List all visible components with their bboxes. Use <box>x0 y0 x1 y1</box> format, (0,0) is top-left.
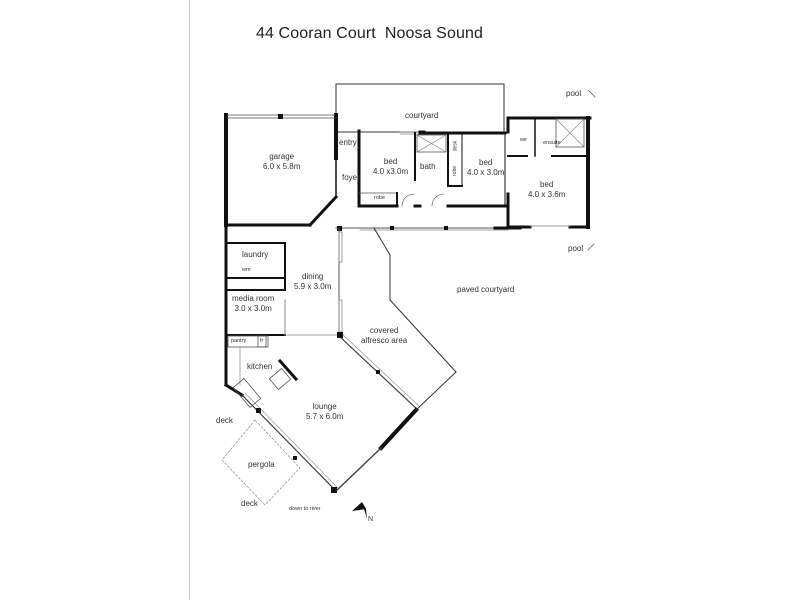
room-pergola: pergola <box>248 460 275 469</box>
room-entry: entry <box>339 138 357 147</box>
north-arrow-icon <box>352 502 367 519</box>
room-alfresco-name: covered <box>369 326 399 335</box>
room-robe-2: robe <box>452 165 459 177</box>
room-fr: fr <box>260 338 264 344</box>
label-north: N <box>368 516 374 523</box>
room-garage-size: 6.0 x 5.8m <box>263 162 301 171</box>
label-pool-top: pool <box>566 89 582 98</box>
room-lounge-size: 5.7 x 6.0m <box>306 412 344 421</box>
room-garage: garage 6.0 x 5.8m <box>263 152 300 172</box>
room-media: media room 3.0 x 3.0m <box>232 294 274 314</box>
room-pantry: pantry <box>231 338 247 344</box>
room-robe-1: robe <box>374 195 386 201</box>
room-deck-1: deck <box>216 416 233 425</box>
room-bed-2-size: 4.0 x 3.0m <box>467 168 505 177</box>
room-foyer: foyer <box>342 173 360 182</box>
plan-title: 44 Cooran Court Noosa Sound <box>256 25 483 42</box>
room-kitchen: kitchen <box>247 362 273 371</box>
room-garage-name: garage <box>269 152 295 161</box>
room-bed-1-name: bed <box>383 157 398 166</box>
room-paved-courtyard: paved courtyard <box>457 285 515 294</box>
room-bed-2: bed 4.0 x 3.0m <box>467 158 504 178</box>
room-ensuite: ensuite <box>543 140 561 146</box>
room-bath: bath <box>420 162 436 171</box>
room-courtyard: courtyard <box>405 111 439 120</box>
room-dining-size: 5.9 x 3.0m <box>294 282 332 291</box>
room-wm: wm <box>242 267 251 273</box>
room-deck-2: deck <box>241 499 258 508</box>
room-laundry: laundry <box>242 250 269 259</box>
room-bed-1-size: 4.0 x3.0m <box>373 167 409 176</box>
room-media-name: media room <box>232 294 275 303</box>
room-alfresco: covered alfresco area <box>361 326 407 346</box>
room-bed-3-name: bed <box>540 180 554 189</box>
room-media-size: 3.0 x 3.0m <box>234 304 272 313</box>
label-pool-mid: pool <box>568 244 584 253</box>
room-alfresco-name-2: alfresco area <box>361 336 408 345</box>
room-lounge: lounge 5.7 x 6.0m <box>306 402 343 422</box>
room-bed-3: bed 4.0 x 3.6m <box>528 180 565 200</box>
label-down-to-river: down to river <box>289 506 321 512</box>
room-desk: desk <box>452 140 459 152</box>
room-bed-2-name: bed <box>479 158 493 167</box>
room-bed-3-size: 4.0 x 3.6m <box>528 190 566 199</box>
room-bed-1: bed 4.0 x3.0m <box>373 157 408 177</box>
room-dining: dining 5.9 x 3.0m <box>294 272 331 292</box>
room-dining-name: dining <box>302 272 324 281</box>
floor-plan-page <box>189 0 801 600</box>
room-lounge-name: lounge <box>312 402 337 411</box>
room-wir: wir <box>520 137 528 143</box>
